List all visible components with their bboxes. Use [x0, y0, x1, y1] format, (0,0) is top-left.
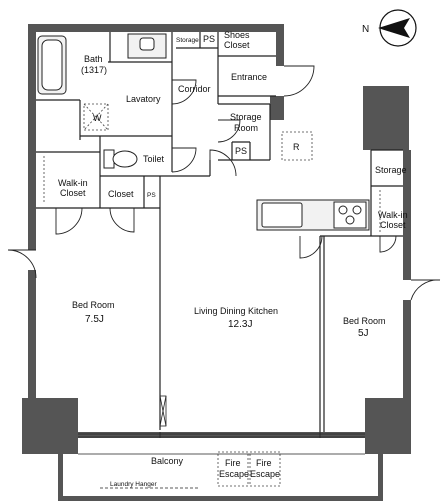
label-bedroom-right-size: 5J [358, 328, 369, 339]
stove [333, 201, 367, 229]
label-washer: W [93, 113, 102, 123]
label-fire-escape-2: Fire [256, 458, 272, 468]
toilet-door [171, 147, 197, 173]
label-lavatory: Lavatory [126, 94, 161, 104]
right-wall-lower [403, 300, 411, 400]
entrance-door [283, 65, 315, 97]
label-shoes-closet-2: Closet [224, 40, 250, 50]
bottom-wall [78, 432, 365, 438]
entrance-right-wall [276, 24, 284, 66]
label-walkin-right-2: Closet [380, 220, 406, 230]
label-laundry: Laundry Hanger [110, 481, 157, 488]
left-upper-wall [28, 24, 36, 154]
label-fire-escape-1: Fire [225, 458, 241, 468]
label-corridor: Corridor [178, 84, 211, 94]
compass-letter: N [362, 24, 369, 35]
label-bedroom-right: Bed Room [343, 316, 386, 326]
room-labels: Bath (1317) Storage PS Shoes Closet Entr… [58, 30, 408, 488]
kitchen-sink [261, 202, 303, 228]
label-bedroom-left: Bed Room [72, 300, 115, 310]
label-balcony: Balcony [151, 456, 184, 466]
left-column-bottom [22, 398, 78, 454]
label-refrigerator: R [293, 142, 300, 152]
storage-room-door [217, 119, 241, 143]
structural-walls [22, 24, 411, 501]
fixtures [37, 33, 370, 231]
label-bath: Bath [84, 54, 103, 64]
window-rails [78, 395, 365, 489]
sink-basin [139, 37, 155, 51]
partition-walls [36, 32, 403, 432]
doors [7, 65, 441, 301]
refrigerator-space [281, 131, 313, 161]
top-wall [28, 24, 278, 32]
closet-door [109, 207, 135, 233]
burner-3 [345, 215, 355, 225]
toilet-bowl [112, 150, 138, 168]
compass: N [362, 9, 417, 47]
balcony-bottom-wall [58, 496, 383, 501]
balcony-right-wall [378, 454, 383, 500]
right-column-top [363, 86, 409, 150]
label-closet: Closet [108, 189, 134, 199]
right-column-bottom [365, 398, 411, 454]
washer-space [83, 103, 109, 131]
balcony-left-wall [58, 454, 63, 500]
label-ldk: Living Dining Kitchen [194, 306, 278, 316]
label-storage-room-1: Storage [230, 112, 262, 122]
label-ldk-size: 12.3J [228, 319, 252, 330]
lavatory-door [171, 79, 197, 105]
bedroom-right-door [299, 235, 323, 259]
label-fire-escape-2b: Escape [250, 469, 280, 479]
label-fire-escape-1b: Escape [219, 469, 249, 479]
sash-mark [159, 395, 167, 427]
bathtub-inner [41, 39, 63, 91]
label-storage-top: Storage [176, 37, 199, 44]
label-storage-right: Storage [375, 165, 407, 175]
compass-needle-icon [378, 18, 410, 38]
label-ps-top: PS [203, 34, 215, 44]
burner-2 [352, 205, 362, 215]
right-wall [403, 150, 411, 280]
burner-1 [338, 205, 348, 215]
walkin-right-door [379, 235, 397, 253]
label-toilet: Toilet [143, 154, 165, 164]
window-left [7, 249, 37, 279]
bedroom-left-door [55, 207, 83, 235]
label-storage-room-2: Room [234, 123, 258, 133]
label-bedroom-left-size: 7.5J [85, 314, 104, 325]
window-right [410, 279, 441, 301]
ldk-door [209, 149, 237, 177]
label-bath-size: (1317) [81, 65, 107, 75]
label-walkin-right-1: Walk-in [378, 210, 408, 220]
dashed-fixtures [43, 103, 381, 487]
label-walkin-left-1: Walk-in [58, 178, 88, 188]
label-entrance: Entrance [231, 72, 267, 82]
label-shoes-closet-1: Shoes [224, 30, 250, 40]
entrance-column [270, 96, 284, 120]
label-ps-mid: PS [147, 192, 156, 199]
label-walkin-left-2: Closet [60, 188, 86, 198]
left-wall-lower [28, 270, 36, 400]
label-ps-storage: PS [235, 146, 247, 156]
left-wall-mid [28, 150, 36, 250]
